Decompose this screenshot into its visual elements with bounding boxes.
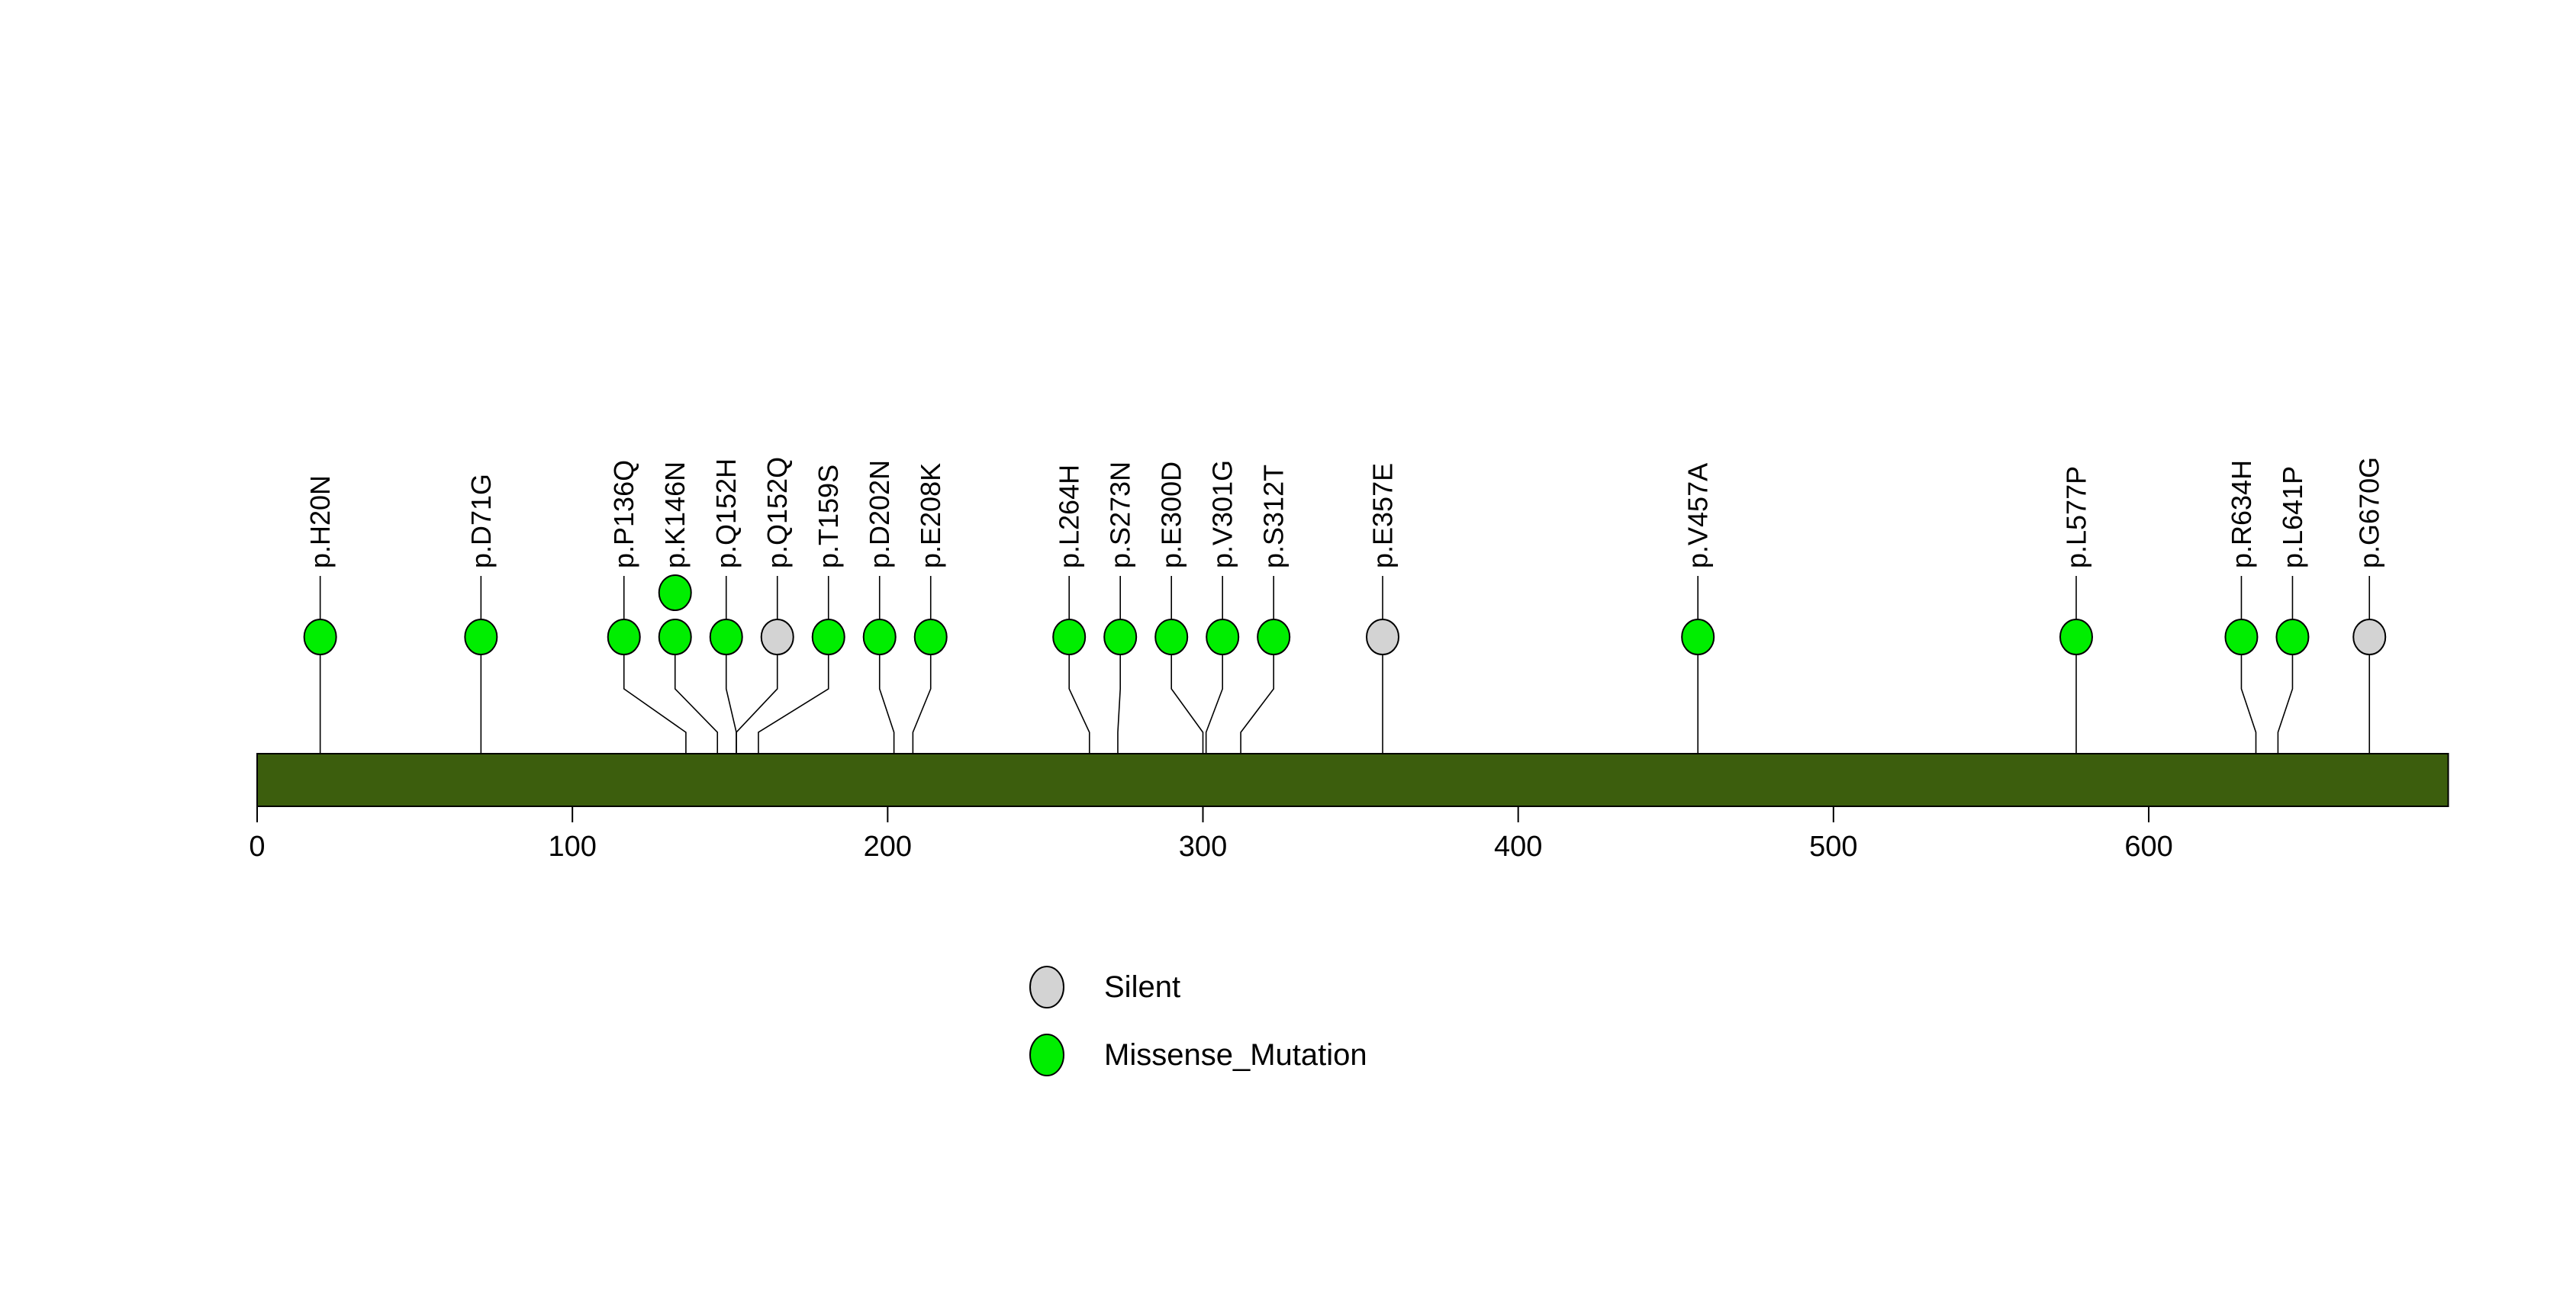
mutation-circle: [303, 619, 337, 655]
mutation-circle: [709, 619, 743, 655]
mutation-circle: [464, 619, 498, 655]
axis-tick-label: 400: [1494, 831, 1542, 863]
legend-label: Missense_Mutation: [1104, 1038, 1367, 1072]
mutation-label: p.S312T: [1258, 465, 1290, 568]
mutation-circle: [607, 619, 641, 655]
protein-bar: [256, 753, 2449, 807]
mutation-label: p.H20N: [304, 475, 336, 568]
mutation-circle: [811, 619, 845, 655]
mutation-circle: [2059, 619, 2093, 655]
mutation-label: p.Q152Q: [762, 457, 793, 568]
mutation-label: p.L264H: [1054, 465, 1085, 568]
axis-tick-label: 100: [548, 831, 596, 863]
axis-tick-label: 200: [864, 831, 912, 863]
mutation-circle: [658, 574, 692, 611]
mutation-circle: [760, 619, 794, 655]
protein-bar-layer: [256, 753, 2449, 807]
mutation-circle: [1681, 619, 1715, 655]
legend-label: Silent: [1104, 970, 1180, 1004]
axis-tick-label: 300: [1179, 831, 1227, 863]
axis-tick-label: 0: [249, 831, 265, 863]
mutation-label: p.V457A: [1682, 463, 1714, 568]
mutation-label: p.S273N: [1105, 462, 1136, 568]
mutation-circle: [1052, 619, 1087, 655]
mutation-label-layer: p.H20N p.D71G p.P136Q p.K146N p.Q152H p.Q152Q…: [304, 457, 2385, 568]
mutation-label: p.D202N: [864, 460, 895, 568]
mutation-circle: [658, 619, 692, 655]
mutation-label: p.T159S: [813, 465, 844, 568]
mutation-circle: [1366, 619, 1400, 655]
legend-swatch: [1029, 966, 1064, 1008]
mutation-label: p.G670G: [2354, 457, 2385, 568]
mutation-label: p.K146N: [659, 462, 691, 568]
mutation-label: p.V301G: [1207, 460, 1238, 568]
lollipop-circle-layer: [303, 574, 2387, 655]
axis-tick-label: 600: [2124, 831, 2172, 863]
mutation-label: p.L577P: [2060, 466, 2091, 568]
axis-layer: 0 100 200 300 400 500 600: [249, 806, 2173, 863]
mutation-label: p.D71G: [465, 474, 497, 568]
mutation-label: p.L641P: [2277, 466, 2308, 568]
mutation-circle: [2224, 619, 2259, 655]
axis-tick-label: 500: [1809, 831, 1857, 863]
mutation-circle: [2275, 619, 2310, 655]
mutation-circle: [1257, 619, 1291, 655]
mutation-circle: [913, 619, 948, 655]
mutation-circle: [1206, 619, 1240, 655]
mutation-circle: [862, 619, 897, 655]
mutation-circle: [2352, 619, 2387, 655]
mutation-circle: [1103, 619, 1138, 655]
legend-swatch: [1029, 1034, 1064, 1076]
mutation-label: p.Q152H: [710, 458, 742, 568]
mutation-circle: [1154, 619, 1189, 655]
mutation-label: p.E300D: [1156, 462, 1187, 568]
mutation-label: p.R634H: [2226, 460, 2257, 568]
mutation-label: p.E357E: [1367, 463, 1399, 568]
mutation-label: p.P136Q: [608, 460, 639, 568]
mutation-label: p.E208K: [915, 463, 946, 568]
